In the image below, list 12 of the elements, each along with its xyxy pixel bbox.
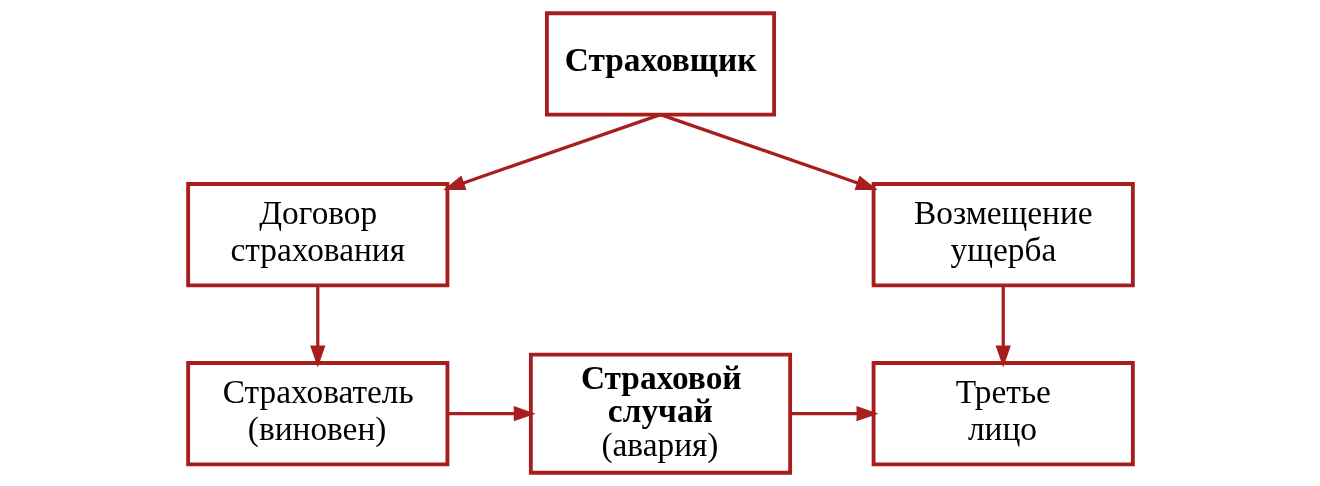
node-box: Страхователь (виновен): [185, 361, 449, 467]
arrow: [447, 406, 536, 422]
node-box: Договор страхования: [185, 182, 449, 288]
arrow: [442, 113, 661, 190]
arrow: [659, 113, 878, 190]
arrow: [789, 406, 878, 422]
node-box: Страховой случай (авария): [528, 352, 792, 475]
arrow: [995, 285, 1011, 368]
node-box: Страховщик: [544, 11, 776, 117]
arrow: [309, 285, 325, 368]
node-box: Возмещение ущерба: [871, 182, 1135, 288]
node-box: Третье лицо: [871, 361, 1135, 467]
